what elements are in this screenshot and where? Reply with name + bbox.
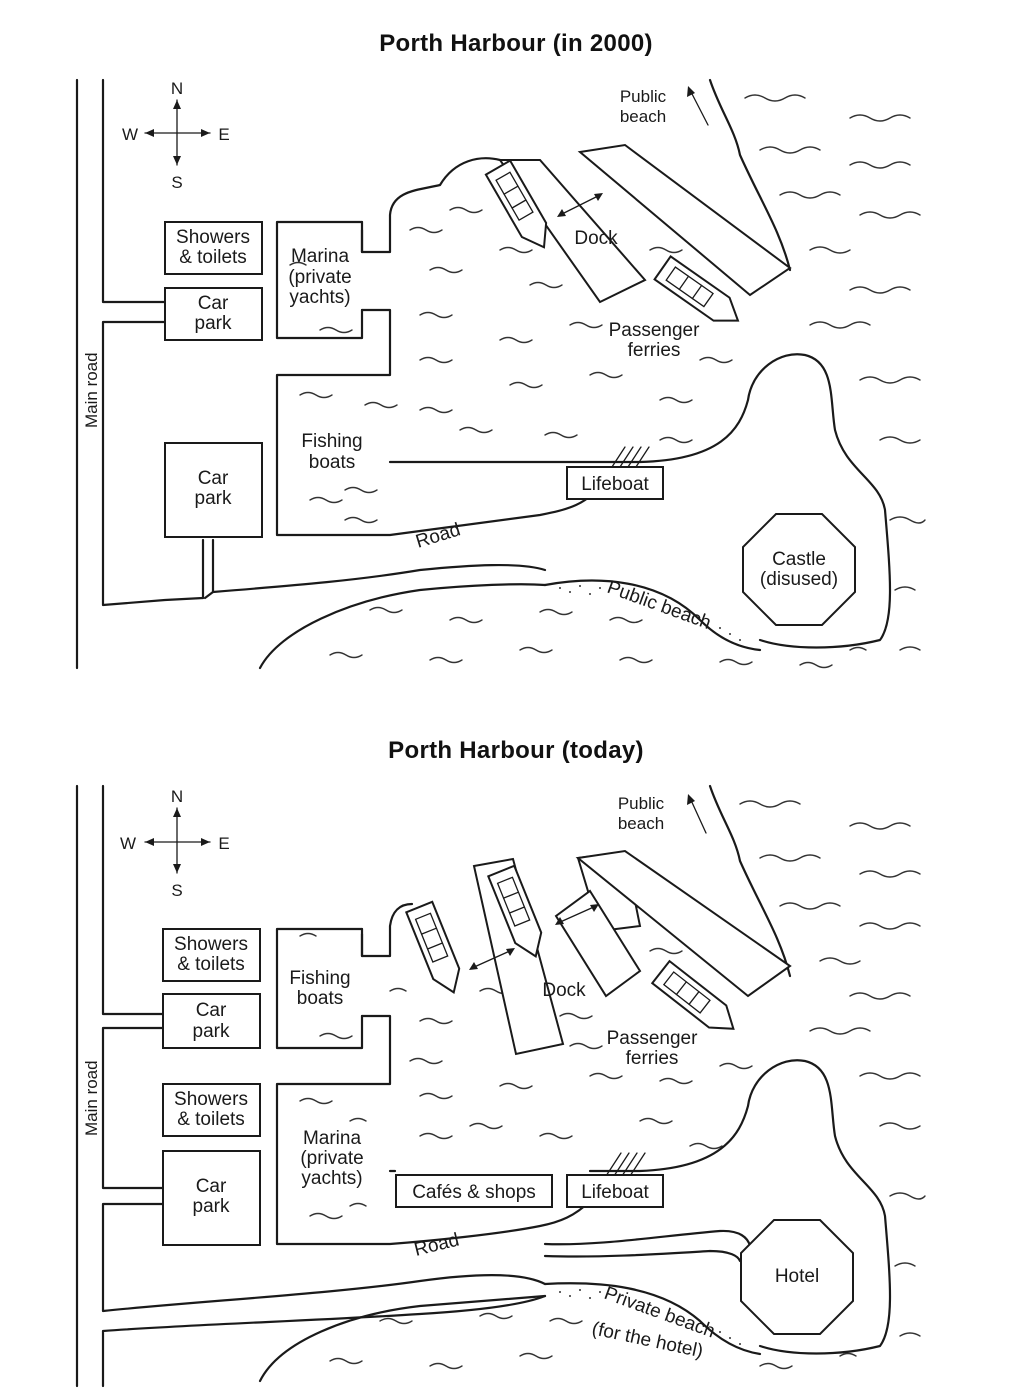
svg-text:Lifeboat: Lifeboat (581, 474, 649, 495)
svg-text:Car: Car (196, 1176, 227, 1197)
dock-label: Dock (574, 228, 618, 249)
map-title-today: Porth Harbour (today) (388, 737, 644, 764)
compass-rose: N S W E (122, 79, 230, 192)
svg-text:Lifeboat: Lifeboat (581, 1182, 649, 1203)
public-beach-south-label: Public beach (604, 577, 713, 634)
map-today: Main road N S W E Public beach Showers &… (75, 784, 926, 1388)
dock-pier-east (577, 143, 792, 297)
svg-text:W: W (120, 834, 136, 853)
svg-text:Car: Car (198, 293, 229, 314)
passenger-ferries-label: Passenger (607, 1028, 699, 1049)
svg-text:Showers: Showers (174, 1089, 248, 1110)
lifeboat-station (566, 1174, 664, 1208)
dock-label: Dock (542, 980, 586, 1001)
marina-label: Marina (303, 1128, 362, 1149)
dock-pier-west (498, 159, 647, 304)
public-beach-north-label: Public (618, 794, 665, 813)
car-park-north (162, 993, 261, 1049)
svg-text:park: park (193, 1196, 230, 1217)
svg-text:E: E (218, 125, 229, 144)
ferry-boat-icon (484, 159, 548, 249)
svg-text:park: park (195, 488, 232, 509)
beach-sand-dots (559, 1289, 741, 1345)
showers-toilets-building (164, 221, 263, 275)
car-park-south (162, 1150, 261, 1246)
main-road-east-edge (101, 78, 167, 304)
harbour-coastline (360, 157, 502, 254)
svg-text:(disused): (disused) (760, 569, 838, 590)
ferry-boat-icon (650, 959, 735, 1030)
road-label: Road (412, 1229, 461, 1260)
svg-text:N: N (171, 79, 183, 98)
compass-rose: N S W E (120, 787, 230, 900)
ferry-boat-icon (653, 255, 740, 322)
fishing-boats-label: Fishing (301, 431, 362, 452)
ferry-route-arrow-icon (469, 904, 599, 970)
dock-pier-west (472, 857, 565, 1056)
map-2000: Main road N S W E Public beach Showers &… (75, 78, 926, 670)
car-park-upper (164, 287, 263, 341)
ferry-route-arrow-icon (557, 193, 603, 217)
sea-waves (289, 94, 926, 669)
svg-text:Showers: Showers (174, 934, 248, 955)
showers-toilets-building-north (162, 928, 261, 982)
svg-text:Hotel: Hotel (775, 1266, 819, 1287)
svg-text:Fishing: Fishing (289, 968, 350, 989)
svg-text:& toilets: & toilets (179, 247, 247, 268)
ferry-boat-icon (404, 900, 461, 994)
car-park-lower (164, 442, 263, 538)
hotel-building (740, 1219, 854, 1335)
beach-sand-dots (559, 585, 741, 641)
arrow-north-icon (689, 89, 709, 126)
sea-waves (299, 800, 926, 1370)
svg-text:Cafés & shops: Cafés & shops (412, 1182, 536, 1203)
lifeboat-station (566, 466, 664, 500)
svg-text:Castle: Castle (772, 549, 826, 570)
svg-text:park: park (193, 1021, 230, 1042)
svg-text:beach: beach (620, 107, 666, 126)
svg-text:yachts): yachts) (289, 287, 350, 308)
svg-text:S: S (171, 173, 182, 192)
fishing-boats-basin (275, 927, 364, 1050)
road-label: Road (413, 519, 463, 552)
marina-basin (275, 220, 364, 340)
svg-text:boats: boats (297, 988, 343, 1009)
svg-text:ferries: ferries (626, 1048, 679, 1069)
main-road-east-edge (101, 784, 167, 1016)
svg-text:Car: Car (196, 1000, 227, 1021)
passenger-ferries-label: Passenger (609, 320, 701, 341)
svg-text:S: S (171, 881, 182, 900)
castle-building (742, 513, 856, 626)
dock-pier-east (575, 849, 792, 998)
svg-text:boats: boats (309, 452, 355, 473)
svg-text:beach: beach (618, 814, 664, 833)
showers-toilets-building-south (162, 1083, 261, 1137)
svg-text:Car: Car (198, 468, 229, 489)
svg-text:& toilets: & toilets (177, 954, 245, 975)
svg-text:N: N (171, 787, 183, 806)
lifeboat-slipway-icon (605, 1152, 646, 1177)
cafes-shops-building (395, 1174, 553, 1208)
svg-text:E: E (218, 834, 229, 853)
main-road-label: Main road (82, 1060, 101, 1136)
svg-text:ferries: ferries (628, 340, 681, 361)
svg-text:Showers: Showers (176, 227, 250, 248)
svg-text:Marina: Marina (291, 246, 350, 267)
public-beach-north-label: Public (620, 87, 667, 106)
main-road-label: Main road (82, 352, 101, 428)
svg-text:W: W (122, 125, 138, 144)
svg-text:(private: (private (300, 1148, 363, 1169)
ferry-boat-icon (486, 864, 543, 958)
map-title-2000: Porth Harbour (in 2000) (379, 30, 653, 57)
svg-text:park: park (195, 313, 232, 334)
svg-text:yachts): yachts) (301, 1168, 362, 1189)
harbour-coastline (360, 902, 414, 958)
svg-text:(private: (private (288, 267, 351, 288)
svg-text:& toilets: & toilets (177, 1109, 245, 1130)
arrow-north-icon (689, 797, 707, 834)
